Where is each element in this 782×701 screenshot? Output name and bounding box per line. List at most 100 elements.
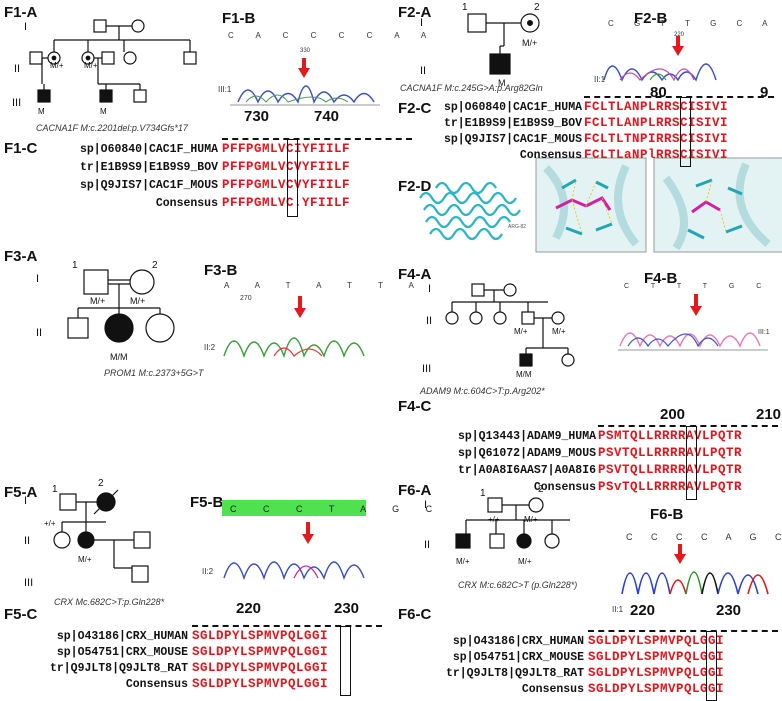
f6c-highlight-box (706, 631, 717, 701)
chromatogram-f2b: C G T T G C A 220 II:1 (594, 19, 767, 84)
svg-text:2: 2 (98, 478, 104, 489)
svg-text:220: 220 (674, 32, 685, 38)
svg-text:II:1: II:1 (594, 75, 606, 84)
svg-text:III:1: III:1 (218, 85, 232, 94)
f6c-position-tick: 220 (630, 602, 656, 619)
f4c-sequence-name: Consensus (533, 481, 596, 494)
f1c-sequence-name: sp|O60840|CAC1F_HUMA (79, 143, 218, 156)
svg-text:III: III (422, 363, 431, 375)
f5c-sequence-residues: SGLDPYLSPMVPQLGGI (192, 629, 329, 643)
mutation-f4: ADAM9 M:c.604C>T:p.Arg202* (420, 386, 545, 396)
panel-label-f4a: F4-A (398, 266, 432, 283)
f5c-sequence-residues: SGLDPYLSPMVPQLGGI (192, 661, 329, 675)
f4c-sequence-name: sp|Q61072|ADAM9_MOUS (457, 447, 596, 460)
svg-text:II: II (14, 63, 20, 75)
f5c-sequence-name: sp|O54751|CRX_MOUSE (56, 646, 188, 659)
f1c-sequence-residues: PFFPGMLVCIYFIILF (222, 142, 351, 156)
panel-label-f4b: F4-B (644, 270, 678, 287)
panel-label-f3b: F3-B (204, 262, 238, 279)
f2c-sequence-name: Consensus (519, 149, 582, 162)
panel-label-f2c: F2-C (398, 100, 432, 117)
f6c-ruler (588, 630, 778, 632)
svg-text:270: 270 (240, 295, 252, 302)
f4c-sequence-residues: PSVTQLLRRRRAVLPQTR (598, 463, 743, 477)
f6c-sequence-residues: SGLDPYLSPMVPQLGGI (588, 650, 725, 664)
panel-label-f5c: F5-C (4, 606, 38, 623)
svg-text:1: 1 (462, 2, 468, 13)
svg-text:C A C C C C A A: C A C C C C A A (228, 31, 436, 40)
f4c-sequence-name: sp|Q13443|ADAM9_HUMA (457, 430, 596, 443)
f4c-sequence-residues: PSvTQLLRRRRAVLPQTR (598, 480, 743, 494)
panel-label-f6a: F6-A (398, 482, 432, 499)
f4c-position-tick: 200 (660, 406, 686, 423)
f5c-sequence-name: tr|Q9JLT8|Q9JLT8_RAT (49, 662, 188, 675)
f2c-highlight-box (680, 97, 691, 167)
f2c-sequence-name: tr|E1B9S9|E1B9S9_BOV (443, 117, 582, 130)
svg-text:M/M: M/M (516, 370, 532, 379)
f2c-sequence-name: sp|Q9JIS7|CAC1F_MOUS (443, 133, 582, 146)
svg-text:II: II (424, 539, 430, 551)
f5c-sequence-name: Consensus (125, 678, 188, 691)
svg-text:M/+: M/+ (552, 327, 566, 336)
panel-label-f2b: F2-B (634, 10, 668, 27)
mutation-f2: CACNA1F M:c.245G>A:p.Arg82Gln (400, 83, 543, 93)
f2c-position-tick: 80 (650, 84, 667, 101)
f6c-sequence-name: Consensus (521, 683, 584, 696)
svg-text:I: I (420, 17, 423, 29)
panel-label-f2a: F2-A (398, 4, 432, 21)
svg-text:M/+: M/+ (50, 61, 64, 70)
mutation-f3: PROM1 M:c.2373+5G>T (104, 368, 204, 378)
svg-text:M: M (38, 107, 45, 116)
svg-text:II: II (420, 65, 426, 77)
f1c-sequence-name: tr|E1B9S9|E1B9S9_BOV (79, 161, 218, 174)
pedigree-f5: I II III 12 +/+ M/+ (24, 478, 151, 589)
f4c-highlight-box (686, 426, 697, 500)
svg-text:I: I (24, 21, 27, 33)
f5c-highlight-box (340, 626, 351, 696)
f1c-sequence-name: Consensus (155, 197, 218, 210)
chromatogram-f1b: C A C C C C A A 330 III:1 (218, 31, 426, 106)
svg-text:C C C C A G C T: C C C C A G C T (626, 532, 782, 542)
svg-text:C T T T G C: C T T T G C (624, 283, 771, 290)
svg-text:I: I (424, 499, 427, 511)
svg-text:2: 2 (538, 484, 544, 495)
chromatogram-f3b: A A T A T T A 270 II:2 (204, 281, 414, 359)
svg-text:1: 1 (480, 488, 486, 499)
svg-text:I: I (36, 273, 39, 285)
f2c-position-tick: 9 (760, 84, 769, 101)
svg-text:M/M: M/M (110, 352, 128, 362)
f2c-ruler (584, 96, 774, 98)
svg-text:III: III (12, 97, 21, 109)
svg-text:M/+: M/+ (84, 61, 98, 70)
f2c-sequence-residues: FCLTLANPLRRSCISIVI (584, 116, 729, 130)
panel-label-f4c: F4-C (398, 398, 432, 415)
f4c-sequence-residues: PSMTQLLRRRRAVLPQTR (598, 429, 743, 443)
f5c-position-tick: 220 (236, 600, 262, 617)
panel-label-f5a: F5-A (4, 484, 38, 501)
svg-text:II: II (36, 327, 42, 339)
panel-label-f5b: F5-B (190, 494, 224, 511)
svg-text:ARG-82: ARG-82 (508, 224, 526, 230)
f5c-sequence-residues: SGLDPYLSPMVPQLGGI (192, 645, 329, 659)
svg-text:III:1: III:1 (758, 329, 770, 336)
f6c-position-tick: 230 (716, 602, 742, 619)
f2c-sequence-residues: FCLTLaNPlRRSCISIVI (584, 148, 729, 162)
svg-text:M/+: M/+ (522, 38, 537, 48)
svg-text:M/+: M/+ (514, 327, 528, 336)
f1c-ruler (222, 138, 412, 140)
chromatogram-f4b: C T T T G C III:1 (618, 283, 771, 351)
f6c-sequence-residues: SGLDPYLSPMVPQLGGI (588, 634, 725, 648)
svg-text:II: II (24, 535, 30, 547)
svg-text:2: 2 (152, 260, 158, 271)
f1c-sequence-residues: PFFPGMLVCVYFIILF (222, 178, 351, 192)
f1c-sequence-residues: PFFPGMLVC.YFIILF (222, 196, 351, 210)
f1c-sequence-name: sp|Q9JIS7|CAC1F_MOUS (79, 179, 218, 192)
f6c-sequence-residues: SGLDPYLSPMVPQLGGI (588, 682, 725, 696)
f1c-highlight-box (287, 139, 298, 217)
svg-text:330: 330 (300, 48, 311, 54)
svg-text:M/+: M/+ (456, 557, 470, 566)
panel-label-f6b: F6-B (650, 506, 684, 523)
